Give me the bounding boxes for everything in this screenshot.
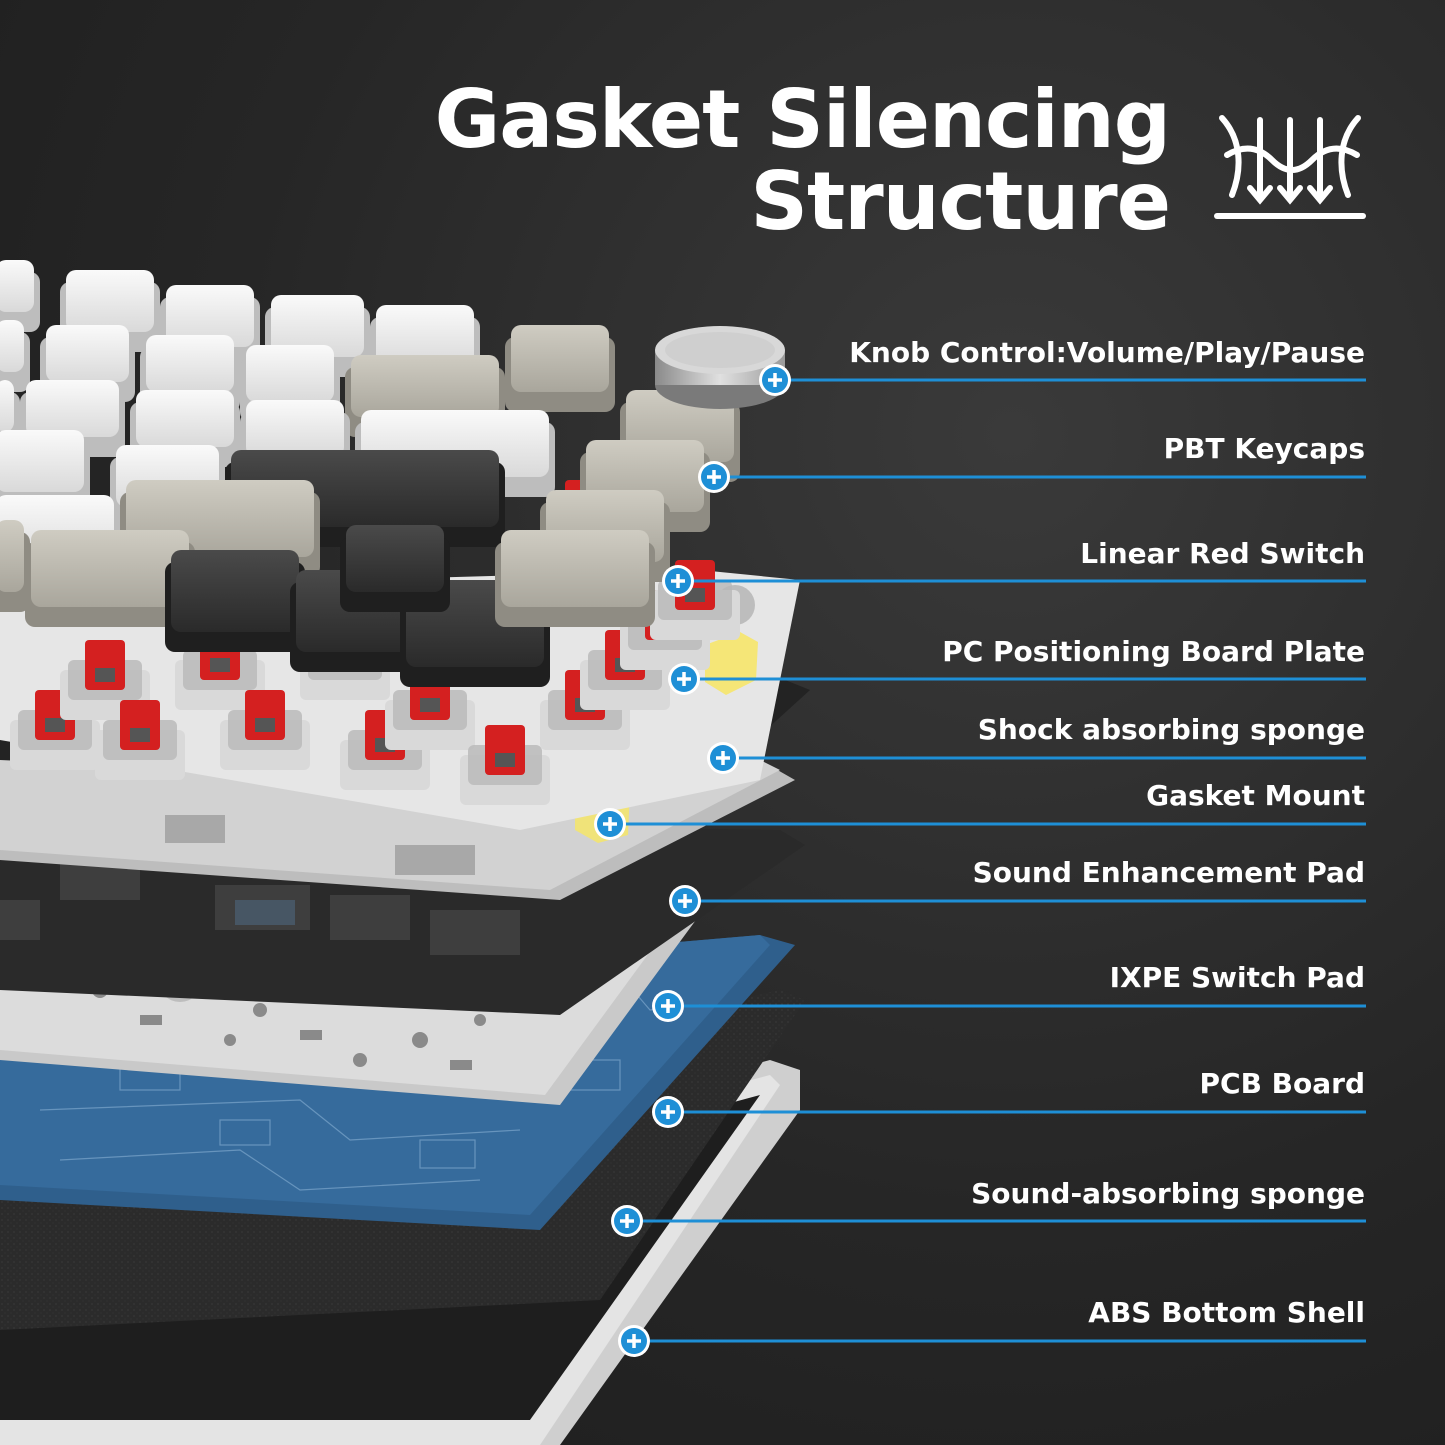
- callout-label: PCB Board: [1199, 1067, 1365, 1100]
- red-switch: [650, 560, 740, 640]
- keycap: [505, 325, 615, 412]
- red-switch: [95, 700, 185, 780]
- plus-marker-icon: [668, 663, 700, 695]
- plus-marker-icon: [698, 461, 730, 493]
- plus-marker-icon: [611, 1205, 643, 1237]
- callout-label: Sound Enhancement Pad: [972, 856, 1365, 889]
- pbt-keycaps: [0, 260, 740, 687]
- callout-label: Gasket Mount: [1146, 779, 1365, 812]
- red-switch: [220, 690, 310, 770]
- plus-marker-icon: [652, 990, 684, 1022]
- plus-marker-icon: [652, 1096, 684, 1128]
- page-title-line-2: Structure: [750, 155, 1171, 248]
- callout-markers: [594, 364, 1366, 1357]
- plus-marker-icon: [669, 885, 701, 917]
- callout-label: Linear Red Switch: [1080, 537, 1365, 570]
- callout-label: PBT Keycaps: [1163, 432, 1365, 465]
- callout-label: Knob Control:Volume/Play/Pause: [849, 336, 1365, 369]
- plus-marker-icon: [707, 742, 739, 774]
- red-switch: [460, 725, 550, 805]
- page-title-line-1: Gasket Silencing: [434, 73, 1171, 166]
- plus-marker-icon: [618, 1325, 650, 1357]
- callout-label: Shock absorbing sponge: [977, 713, 1365, 746]
- keycap: [495, 530, 655, 627]
- red-switch: [385, 670, 475, 750]
- keycap: [25, 530, 195, 627]
- keycap: [0, 320, 30, 392]
- callout-label: ABS Bottom Shell: [1088, 1296, 1365, 1329]
- linear-red-switches: [10, 480, 740, 805]
- callout-label: IXPE Switch Pad: [1109, 961, 1365, 994]
- callout-label: PC Positioning Board Plate: [942, 635, 1365, 668]
- callout-label: Sound-absorbing sponge: [971, 1177, 1365, 1210]
- keycap: [0, 260, 40, 332]
- gasket-silencing-icon: [1214, 115, 1366, 219]
- plus-marker-icon: [594, 808, 626, 840]
- keycap: [0, 520, 30, 612]
- keycap: [0, 430, 90, 512]
- keycap: [340, 525, 450, 612]
- plus-marker-icon: [759, 364, 791, 396]
- keycap: [165, 550, 305, 652]
- plus-marker-icon: [662, 565, 694, 597]
- volume-knob: [655, 326, 785, 409]
